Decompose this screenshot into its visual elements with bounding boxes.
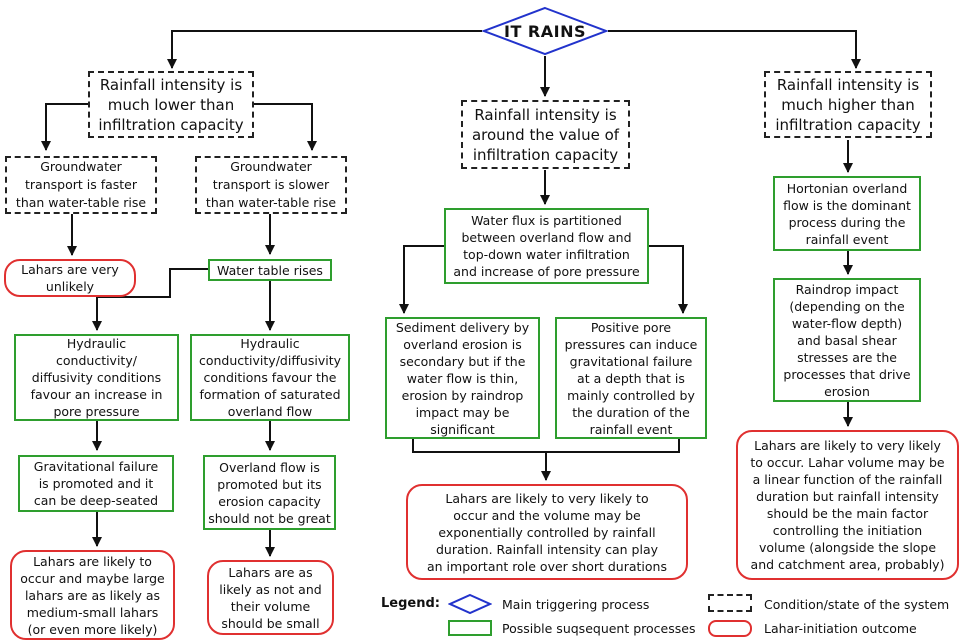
process-hortonian-overland-flow: Hortonian overland flow is the dominant … — [773, 176, 921, 251]
legend-diamond-icon — [448, 593, 492, 615]
outcome-lahars-very-unlikely: Lahars are very unlikely — [4, 259, 136, 297]
legend-possible-subsequent-label: Possible suqsequent processes — [502, 621, 696, 636]
condition-groundwater-slower: Groundwater transport is slower than wat… — [195, 156, 347, 214]
legend-outcome-label: Lahar-initiation outcome — [764, 621, 917, 636]
root-label: IT RAINS — [503, 21, 586, 41]
connector-watertable-pore — [92, 268, 208, 331]
outcome-lahars-center: Lahars are likely to very likely to occu… — [406, 484, 688, 580]
process-overland-flow-promoted: Overland flow is promoted but its erosio… — [203, 455, 336, 530]
condition-high-intensity: Rainfall intensity is much higher than i… — [764, 71, 932, 138]
process-raindrop-impact: Raindrop impact (depending on the water-… — [773, 278, 921, 402]
outcome-lahars-right: Lahars are likely to very likely to occu… — [736, 430, 959, 580]
outcome-lahars-likely-large: Lahars are likely to occur and maybe lar… — [10, 550, 175, 640]
legend-outcome-swatch — [708, 620, 752, 637]
connector-low-faster — [41, 103, 88, 151]
legend-main-triggering-label: Main triggering process — [502, 597, 650, 612]
process-sediment-delivery: Sediment delivery by overland erosion is… — [385, 317, 540, 439]
connector-flux-positive — [649, 245, 688, 314]
legend-condition-label: Condition/state of the system — [764, 597, 950, 612]
process-positive-pore-pressures: Positive pore pressures can induce gravi… — [555, 317, 707, 439]
legend-condition-swatch — [708, 594, 752, 612]
condition-groundwater-faster: Groundwater transport is faster than wat… — [5, 156, 157, 214]
outcome-lahars-as-likely: Lahars are as likely as not and their vo… — [207, 560, 334, 635]
process-hydraulic-pore-pressure: Hydraulic conductivity/ diffusivity cond… — [14, 334, 179, 421]
connector-root-low — [167, 30, 482, 69]
connector-root-high — [608, 30, 861, 69]
legend-process-swatch — [448, 620, 492, 636]
connector-low-slower — [254, 103, 317, 151]
root-diamond-shape — [482, 6, 608, 56]
condition-low-intensity: Rainfall intensity is much lower than in… — [88, 71, 254, 138]
condition-around-intensity: Rainfall intensity is around the value o… — [461, 100, 630, 169]
connector-merge — [412, 439, 680, 453]
process-water-flux-partitioned: Water flux is partitioned between overla… — [444, 208, 649, 284]
process-water-table-rises: Water table rises — [208, 259, 332, 281]
root-node: IT RAINS — [482, 6, 608, 56]
legend-title: Legend: — [381, 596, 440, 611]
connector-flux-sediment — [399, 245, 444, 314]
process-gravitational-failure: Gravitational failure is promoted and it… — [18, 455, 174, 512]
process-hydraulic-overland-flow: Hydraulic conductivity/diffusivity condi… — [190, 334, 350, 421]
